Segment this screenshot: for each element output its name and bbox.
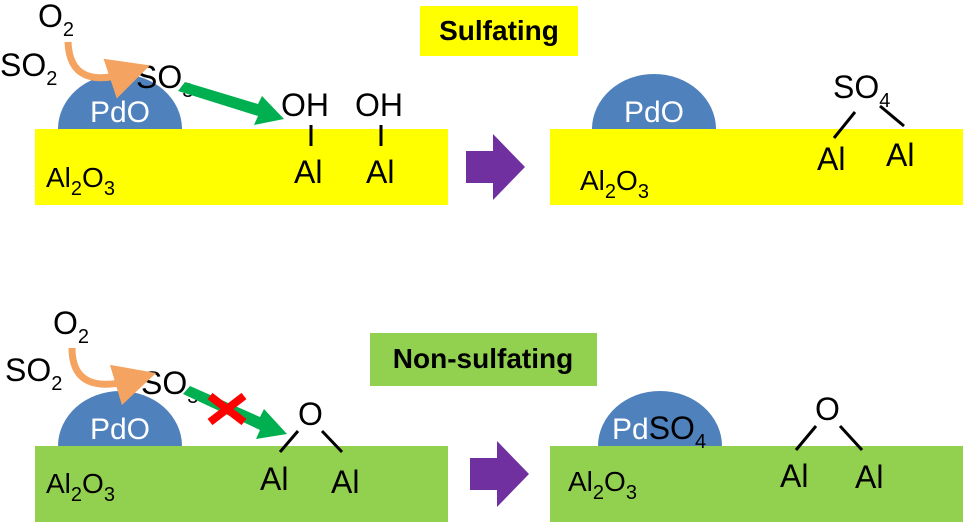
sulfating-after-al-1: Al xyxy=(817,141,845,177)
non-sulfating-after-substrate xyxy=(550,446,963,522)
sulfating-after-al-2: Al xyxy=(886,137,914,173)
non-sulfating-after-o: O xyxy=(815,391,840,427)
non-sulfating-before-bond-2 xyxy=(320,429,344,454)
blocked-cross-icon xyxy=(207,392,247,426)
non-sulfating-after-particle-label: PdSO4 xyxy=(612,410,706,453)
non-sulfating-title: Non-sulfating xyxy=(393,343,573,374)
non-sulfating-title-box xyxy=(370,333,597,386)
non-sulfating-before-substrate xyxy=(35,446,448,522)
sulfating-after-bond-1 xyxy=(832,111,857,139)
sulfating-before-oh-1: OH xyxy=(281,87,329,123)
non-sulfating-before-support-label: Al2O3 xyxy=(46,468,115,506)
non-sulfating-after-bond-2 xyxy=(838,424,864,452)
sulfating-after-support-label: Al2O3 xyxy=(580,165,649,203)
sulfating-after-substrate xyxy=(550,129,963,205)
non-sulfating-before-bond-1 xyxy=(278,430,300,453)
sulfating-title: Sulfating xyxy=(439,15,559,46)
sulfating-before-so2: SO2 xyxy=(0,47,57,90)
sulfating-transition-arrow xyxy=(466,134,525,200)
non-sulfating-after-bond-1 xyxy=(794,425,818,451)
non-sulfating-after-pdso4-particle xyxy=(598,391,722,446)
sulfating-before-pdo-label: PdO xyxy=(90,96,150,129)
sulfating-oxidation-arrow xyxy=(64,41,150,99)
sulfating-migration-arrow xyxy=(178,82,284,125)
sulfating-before-pdo-particle xyxy=(58,74,182,129)
sulfating-before-al-2: Al xyxy=(366,154,394,190)
sulfating-after-pdo-particle xyxy=(592,74,716,129)
non-sulfating-after-support-label: Al2O3 xyxy=(568,466,637,504)
sulfating-before-al-1: Al xyxy=(294,154,322,190)
sulfating-after-pdo-label: PdO xyxy=(624,96,684,129)
sulfating-after-bond-2 xyxy=(879,104,905,128)
non-sulfating-oxidation-arrow xyxy=(68,347,157,406)
sulfating-before-substrate xyxy=(35,129,448,205)
non-sulfating-before-so2: SO2 xyxy=(5,352,62,395)
non-sulfating-after-al-2: Al xyxy=(855,459,883,495)
sulfating-before-oh-2: OH xyxy=(355,87,403,123)
non-sulfating-before-al-1: Al xyxy=(260,461,288,497)
non-sulfating-transition-arrow xyxy=(470,441,529,507)
sulfating-before-o2: O2 xyxy=(38,0,74,41)
sulfating-title-box xyxy=(420,6,578,56)
non-sulfating-before-pdo-label: PdO xyxy=(90,413,150,446)
non-sulfating-before-o2: O2 xyxy=(53,305,89,348)
sulfating-before-support-label: Al2O3 xyxy=(46,162,115,200)
non-sulfating-after-al-1: Al xyxy=(780,458,808,494)
non-sulfating-before-al-2: Al xyxy=(331,464,359,500)
non-sulfating-before-o: O xyxy=(298,396,323,432)
sulfating-after-so4: SO4 xyxy=(833,69,890,112)
